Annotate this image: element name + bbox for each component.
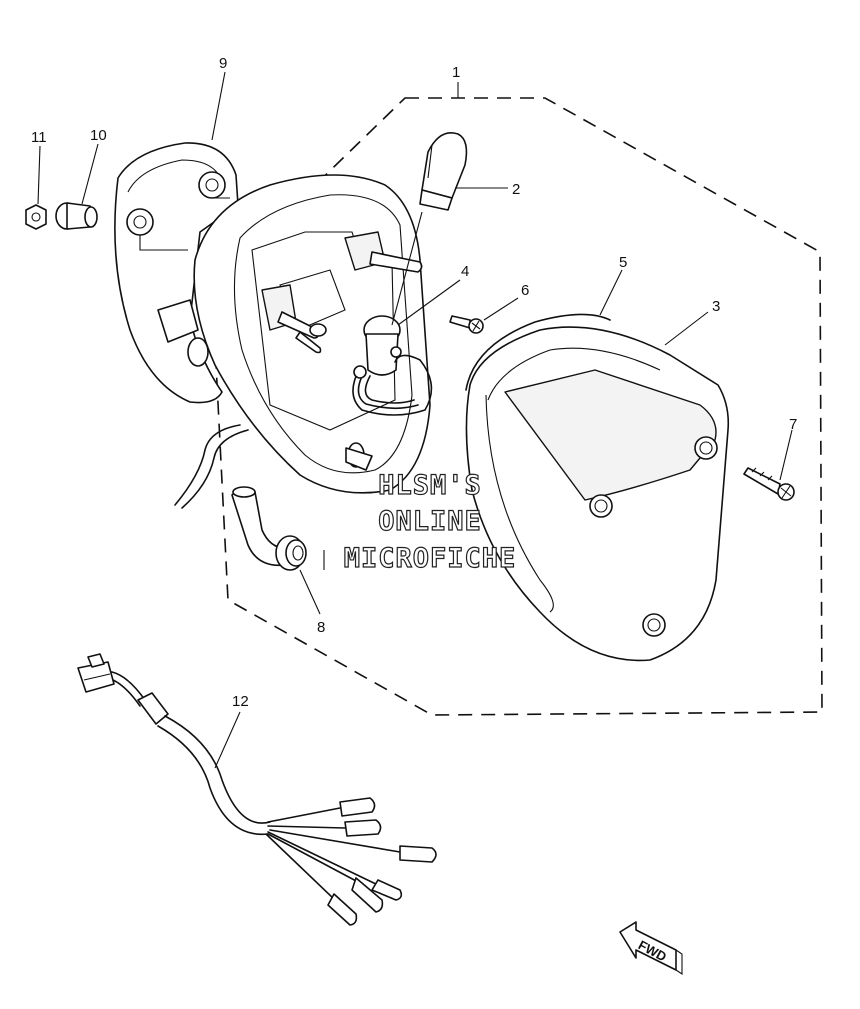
callout-2: 2	[512, 181, 520, 198]
callout-labels: 1 2 3 4 5 6 7 8 9 10 11 12	[31, 55, 797, 710]
fwd-indicator: FWD	[619, 921, 683, 976]
watermark-line-1: HLSM'S	[378, 470, 482, 501]
base-wire	[174, 424, 241, 506]
callout-6: 6	[521, 282, 529, 299]
part-6-screw[interactable]	[449, 315, 484, 334]
part-10-collar[interactable]	[55, 202, 98, 230]
part-9-bracket[interactable]	[114, 142, 239, 404]
lamp-housing[interactable]	[193, 174, 431, 494]
callout-4: 4	[461, 263, 469, 280]
watermark: HLSM'S ONLINE MICROFICHE	[343, 469, 517, 574]
callout-3: 3	[712, 298, 720, 315]
callout-8: 8	[317, 619, 325, 636]
callout-9: 9	[219, 55, 227, 72]
arrow-left-icon	[619, 921, 677, 971]
callout-7: 7	[789, 416, 797, 433]
part-3-lens[interactable]	[465, 326, 730, 662]
callout-12: 12	[232, 693, 249, 710]
part-4-socket[interactable]	[352, 315, 433, 416]
part-8-grommet[interactable]	[231, 486, 307, 571]
callout-10: 10	[90, 127, 107, 144]
part-11-nut[interactable]	[25, 204, 47, 230]
part-2-bulb[interactable]	[419, 132, 468, 211]
watermark-line-2: ONLINE	[378, 506, 482, 537]
part-7-screw[interactable]	[743, 467, 795, 501]
callout-5: 5	[619, 254, 627, 271]
callout-11: 11	[31, 129, 47, 146]
callout-1: 1	[452, 64, 460, 81]
fwd-label: FWD	[636, 937, 669, 964]
watermark-line-3: MICROFICHE	[344, 543, 517, 574]
leader-lines	[37, 71, 793, 769]
part-5-gasket[interactable]	[465, 313, 611, 391]
part-12-harness[interactable]	[77, 653, 437, 926]
